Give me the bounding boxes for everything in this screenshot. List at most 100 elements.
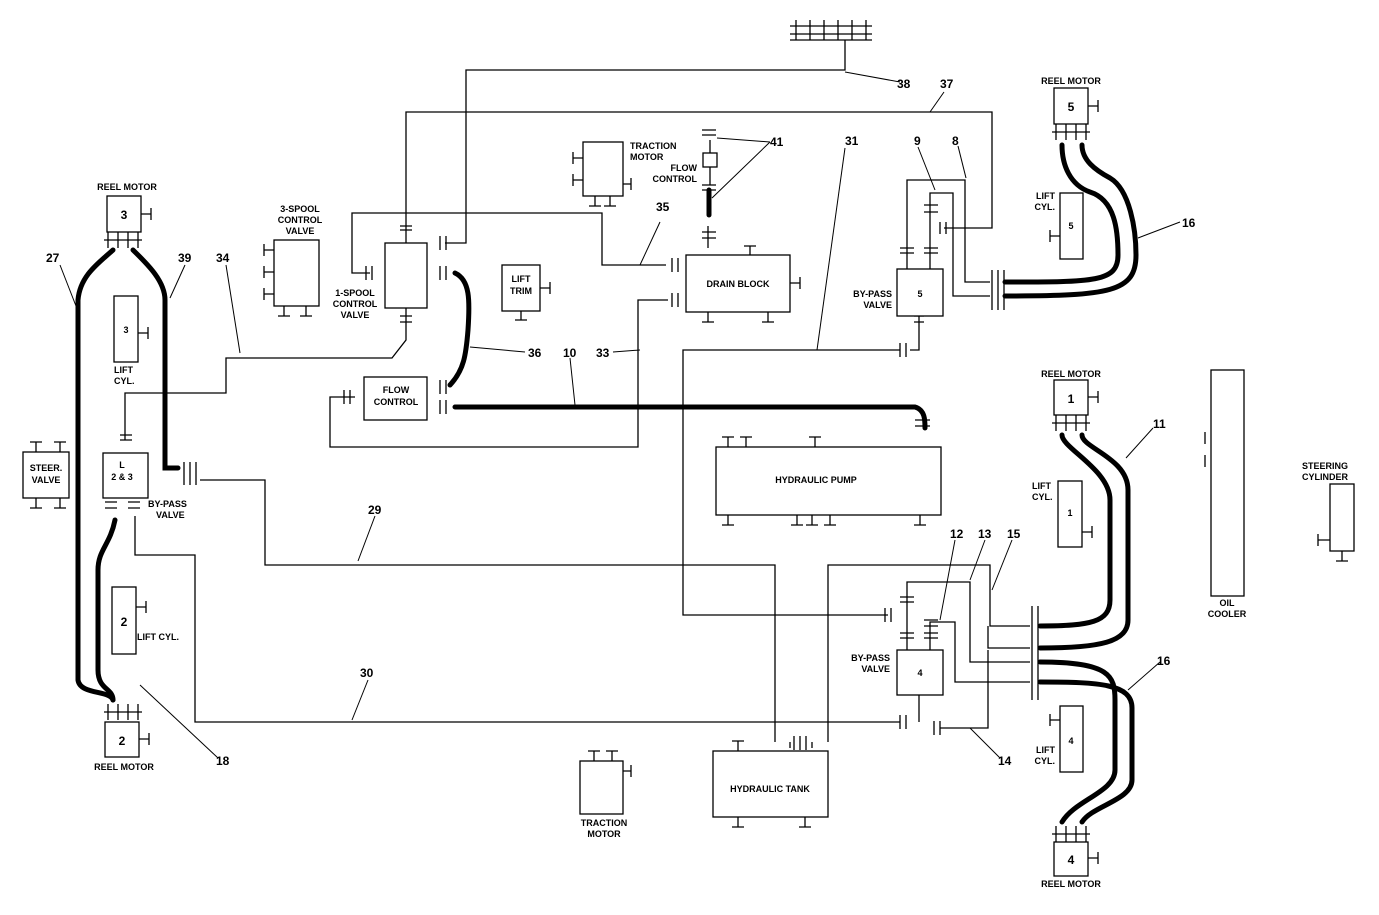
callout-18: 18 [216, 754, 230, 768]
lift-cylinder-1: 1 LIFT CYL. [1032, 480, 1093, 548]
lift-trim: LIFT TRIM [501, 264, 551, 321]
callout-8: 8 [952, 134, 959, 148]
svg-text:TRACTION: TRACTION [630, 141, 677, 151]
svg-text:LIFT: LIFT [1032, 481, 1051, 491]
svg-text:CYL.: CYL. [1034, 756, 1055, 766]
svg-text:STEER.: STEER. [30, 463, 63, 473]
svg-text:OIL: OIL [1220, 598, 1236, 608]
svg-text:REEL MOTOR: REEL MOTOR [97, 182, 157, 192]
fittings [104, 124, 1206, 842]
bypass-valve-5: 5 BY-PASS VALVE [853, 255, 944, 317]
callout-13: 13 [978, 527, 992, 541]
svg-text:BY-PASS: BY-PASS [148, 499, 187, 509]
traction-motor-top: TRACTION MOTOR [572, 141, 677, 207]
svg-text:2 & 3: 2 & 3 [111, 472, 133, 482]
hydraulic-pump: HYDRAULIC PUMP [715, 436, 942, 526]
reel-motor-2: 2 REEL MOTOR [94, 721, 154, 772]
svg-text:4: 4 [1068, 853, 1075, 867]
svg-text:LIFT CYL.: LIFT CYL. [137, 632, 179, 642]
callout-29: 29 [368, 503, 382, 517]
svg-text:CONTROL: CONTROL [374, 397, 419, 407]
steering-cylinder: STEERING CYLINDER [1302, 461, 1355, 562]
reel-motor-3: 3 REEL MOTOR [97, 182, 157, 233]
callout-leaders [59, 71, 1181, 759]
svg-text:VALVE: VALVE [861, 664, 890, 674]
lift-cylinder-4: 4 LIFT CYL. [1034, 705, 1084, 773]
svg-text:5: 5 [917, 289, 922, 299]
svg-text:VALVE: VALVE [286, 226, 315, 236]
svg-text:3: 3 [123, 325, 128, 335]
hydraulic-tank: HYDRAULIC TANK [712, 740, 829, 828]
callout-36: 36 [528, 346, 542, 360]
callout-35: 35 [656, 200, 670, 214]
svg-text:VALVE: VALVE [863, 300, 892, 310]
svg-text:STEERING: STEERING [1302, 461, 1348, 471]
callout-15: 15 [1007, 527, 1021, 541]
steer-valve: STEER. VALVE [22, 441, 70, 509]
flow-control-small: FLOW CONTROL [653, 140, 718, 185]
reel-motor-1: 1 REEL MOTOR [1041, 369, 1101, 416]
callout-39: 39 [178, 251, 192, 265]
one-spool-control-valve: 1-SPOOL CONTROL VALVE [333, 242, 428, 323]
svg-text:L: L [119, 460, 125, 470]
svg-text:3-SPOOL: 3-SPOOL [280, 204, 320, 214]
svg-text:DRAIN BLOCK: DRAIN BLOCK [707, 279, 770, 289]
svg-text:VALVE: VALVE [156, 510, 185, 520]
bypass-valve-4: 4 BY-PASS VALVE [851, 640, 944, 696]
svg-text:MOTOR: MOTOR [587, 829, 621, 839]
svg-text:VALVE: VALVE [341, 310, 370, 320]
traction-motor-bottom: TRACTION MOTOR [579, 750, 632, 839]
svg-text:FLOW: FLOW [671, 163, 698, 173]
callout-37: 37 [940, 77, 954, 91]
svg-text:REEL MOTOR: REEL MOTOR [1041, 76, 1101, 86]
reel-motor-4: 4 REEL MOTOR [1041, 841, 1101, 889]
svg-text:BY-PASS: BY-PASS [851, 653, 890, 663]
flow-control-valve: FLOW CONTROL [363, 376, 428, 421]
svg-text:CYL.: CYL. [1034, 202, 1055, 212]
svg-text:CONTROL: CONTROL [278, 215, 323, 225]
svg-text:MOTOR: MOTOR [630, 152, 664, 162]
callout-11: 11 [1153, 417, 1166, 431]
lift-cylinder-3: 3 LIFT CYL. [113, 295, 149, 386]
callout-14: 14 [998, 754, 1012, 768]
hose-network [75, 142, 1139, 825]
svg-text:BY-PASS: BY-PASS [853, 289, 892, 299]
svg-text:4: 4 [917, 668, 922, 678]
svg-text:REEL MOTOR: REEL MOTOR [1041, 369, 1101, 379]
svg-text:1: 1 [1067, 508, 1072, 518]
svg-text:4: 4 [1068, 736, 1073, 746]
svg-text:LIFT: LIFT [1036, 745, 1055, 755]
lift-cylinder-5: 5 LIFT CYL. [1034, 191, 1084, 260]
callout-9: 9 [914, 134, 921, 148]
callout-34: 34 [216, 251, 230, 265]
drain-block: DRAIN BLOCK [685, 245, 801, 323]
three-spool-control-valve: 3-SPOOL CONTROL VALVE [263, 204, 323, 317]
svg-text:CONTROL: CONTROL [333, 299, 378, 309]
lift-cylinder-2: 2 LIFT CYL. [111, 586, 179, 655]
svg-text:5: 5 [1068, 100, 1075, 114]
svg-text:3: 3 [121, 208, 128, 222]
svg-text:5: 5 [1068, 221, 1073, 231]
callout-41: 41 [770, 135, 784, 149]
callout-27: 27 [46, 251, 60, 265]
reel-motor-5: 5 REEL MOTOR [1041, 76, 1101, 125]
svg-text:1: 1 [1068, 392, 1075, 406]
svg-text:HYDRAULIC TANK: HYDRAULIC TANK [730, 784, 810, 794]
svg-text:REEL MOTOR: REEL MOTOR [94, 762, 154, 772]
svg-text:2: 2 [119, 734, 126, 748]
svg-text:CYLINDER: CYLINDER [1302, 472, 1349, 482]
svg-text:COOLER: COOLER [1208, 609, 1247, 619]
pipe-network [124, 20, 1030, 748]
svg-text:1-SPOOL: 1-SPOOL [335, 288, 375, 298]
callout-33: 33 [596, 346, 610, 360]
svg-text:HYDRAULIC PUMP: HYDRAULIC PUMP [775, 475, 857, 485]
callout-38: 38 [897, 77, 911, 91]
svg-text:TRACTION: TRACTION [581, 818, 628, 828]
svg-text:LIFT: LIFT [1036, 191, 1055, 201]
callout-labels: 38 37 41 31 9 8 16 35 27 39 34 36 10 33 … [46, 77, 1196, 768]
bypass-valve-l23: L 2 & 3 BY-PASS VALVE [102, 452, 187, 520]
svg-text:TRIM: TRIM [510, 286, 532, 296]
svg-text:CYL.: CYL. [1032, 492, 1053, 502]
svg-text:2: 2 [121, 615, 128, 629]
